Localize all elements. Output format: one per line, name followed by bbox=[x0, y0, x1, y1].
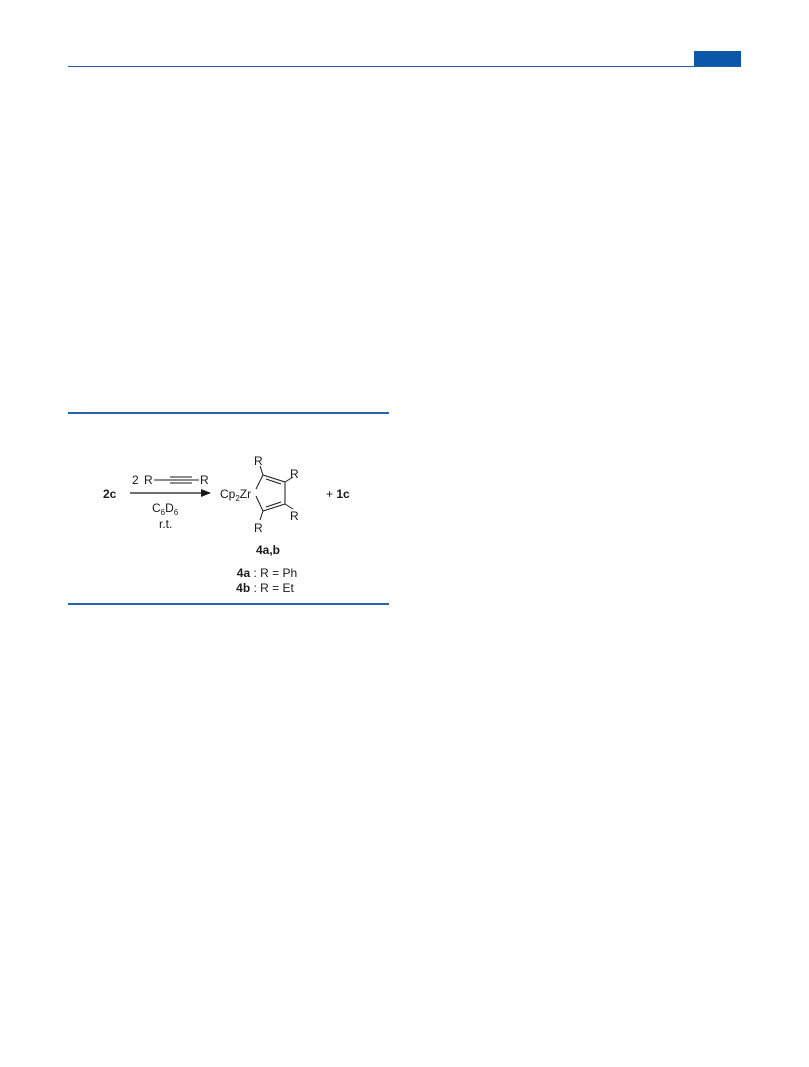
reaction-scheme-drawing: 2c 2 R R C6D6 r.t. Cp2Zr bbox=[103, 454, 350, 595]
reagent-substituent-left: R bbox=[144, 473, 153, 487]
start-compound-label: 2c bbox=[103, 487, 117, 501]
reaction-scheme: 2c 2 R R C6D6 r.t. Cp2Zr bbox=[68, 440, 389, 600]
scheme-top-rule bbox=[68, 412, 389, 414]
product-metal-label: Cp2Zr bbox=[220, 487, 251, 503]
header-rule bbox=[68, 66, 741, 67]
ring-substituent-lower-right: R bbox=[290, 509, 299, 523]
definition-4a: 4a : R = Ph bbox=[237, 566, 297, 580]
byproduct-label: + 1c bbox=[326, 487, 350, 501]
ring-substituent-upper-right: R bbox=[290, 467, 299, 481]
alkyne-triple-bond bbox=[170, 476, 192, 484]
definition-4b: 4b : R = Et bbox=[236, 581, 294, 595]
solvent-label: C6D6 bbox=[152, 501, 179, 517]
ring-substituent-top: R bbox=[254, 454, 263, 468]
reagent-substituent-right: R bbox=[200, 473, 209, 487]
header-page-tab bbox=[694, 51, 741, 66]
ring-substituent-bottom: R bbox=[254, 521, 263, 535]
temperature-label: r.t. bbox=[159, 517, 172, 531]
product-compound-label: 4a,b bbox=[256, 543, 280, 557]
scheme-bottom-rule bbox=[68, 603, 389, 605]
metallacycle-ring bbox=[255, 465, 294, 521]
reagent-coefficient: 2 bbox=[132, 473, 139, 487]
